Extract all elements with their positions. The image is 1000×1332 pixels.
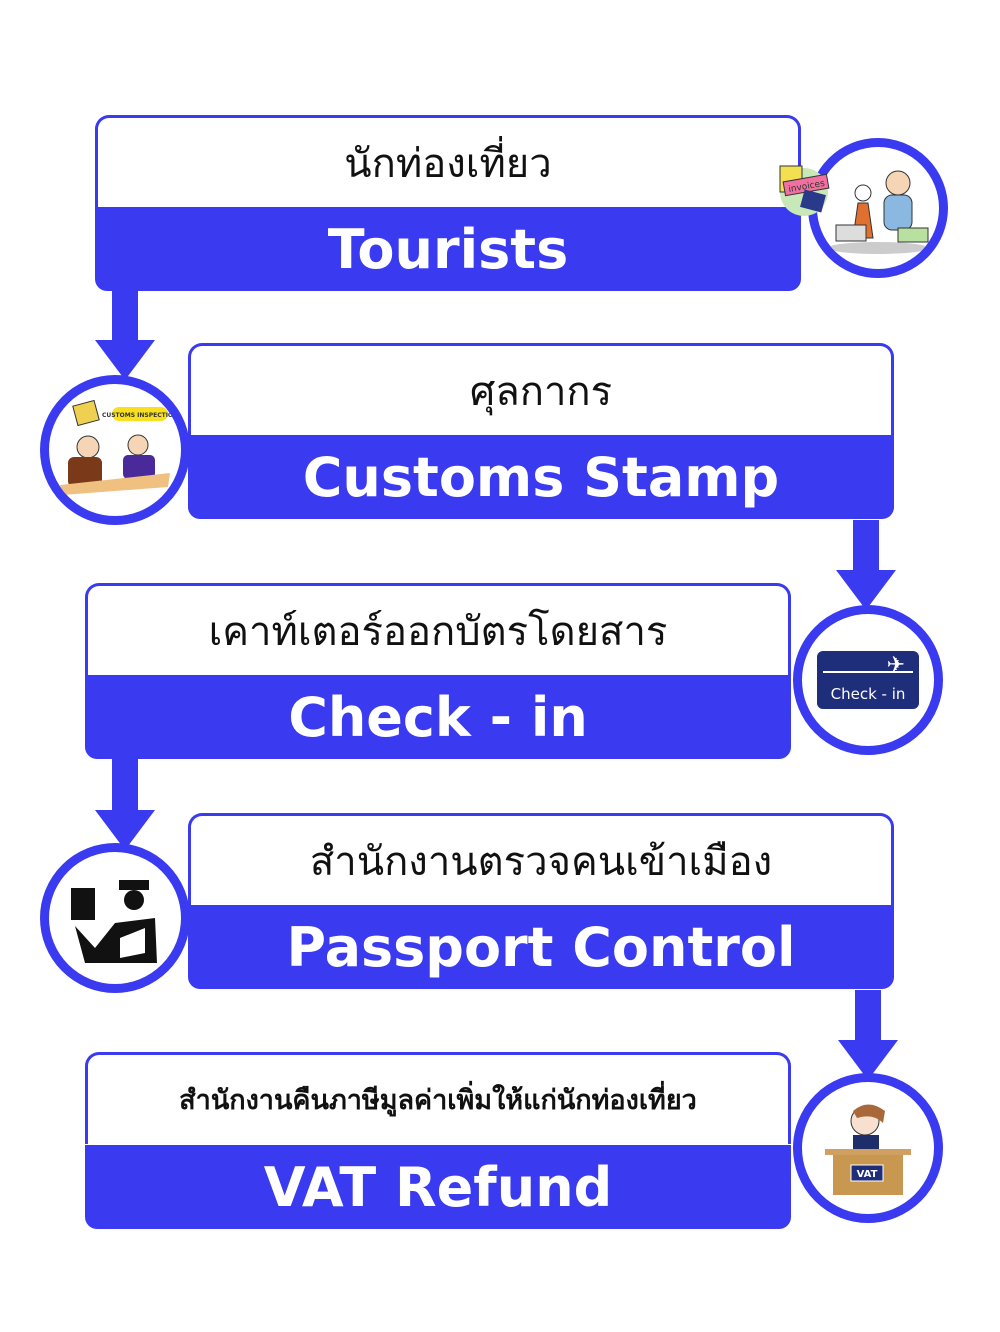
- step-1-thai-text: นักท่องเที่ยว: [344, 140, 552, 187]
- airplane-icon: ✈: [886, 653, 905, 678]
- step-1-thai-label: นักท่องเที่ยว: [95, 115, 801, 207]
- check-in-sign: ✈ Check - in: [817, 651, 919, 709]
- arrow-down-1: [95, 290, 155, 380]
- step-2-thai-text: ศุลกากร: [469, 368, 613, 415]
- step-1-english-text: Tourists: [327, 217, 569, 281]
- step-4-thai-label: สำนักงานตรวจคนเข้าเมือง: [188, 813, 894, 905]
- step-3-english-label: Check - in: [85, 675, 791, 759]
- customs-text: CUSTOMS INSPECTION: [102, 412, 178, 419]
- step-5-thai-label: สำนักงานคืนภาษีมูลค่าเพิ่มให้แก่นักท่องเ…: [85, 1052, 791, 1144]
- step-2-english-label: Customs Stamp: [188, 435, 894, 519]
- arrow-down-3: [95, 758, 155, 850]
- step-4-thai-text: สำนักงานตรวจคนเข้าเมือง: [309, 838, 773, 885]
- step-2-thai-label: ศุลกากร: [188, 343, 894, 435]
- step-3-thai-label: เคาท์เตอร์ออกบัตรโดยสาร: [85, 583, 791, 675]
- invoices-badge: invoices: [776, 162, 836, 217]
- step-4-english-label: Passport Control: [188, 905, 894, 989]
- step-3-thai-text: เคาท์เตอร์ออกบัตรโดยสาร: [208, 608, 668, 655]
- vat-refund-icon: VAT: [793, 1073, 943, 1223]
- step-5-english-label: VAT Refund: [85, 1145, 791, 1229]
- step-5-english-text: VAT Refund: [263, 1155, 613, 1219]
- step-3-english-text: Check - in: [288, 685, 588, 749]
- tourists-icon: [808, 138, 948, 278]
- check-in-icon: ✈ Check - in: [793, 605, 943, 755]
- customs-inspection-icon: CUSTOMS INSPECTION: [40, 375, 190, 525]
- check-in-sign-text: Check - in: [830, 685, 906, 703]
- vat-sign-text: VAT: [857, 1169, 878, 1180]
- step-2-english-text: Customs Stamp: [302, 445, 780, 509]
- passport-control-icon: [40, 843, 190, 993]
- arrow-down-2: [836, 520, 896, 610]
- step-4-english-text: Passport Control: [286, 915, 796, 979]
- arrow-down-4: [838, 990, 898, 1080]
- step-5-thai-text: สำนักงานคืนภาษีมูลค่าเพิ่มให้แก่นักท่องเ…: [179, 1085, 697, 1116]
- step-1-english-label: Tourists: [95, 207, 801, 291]
